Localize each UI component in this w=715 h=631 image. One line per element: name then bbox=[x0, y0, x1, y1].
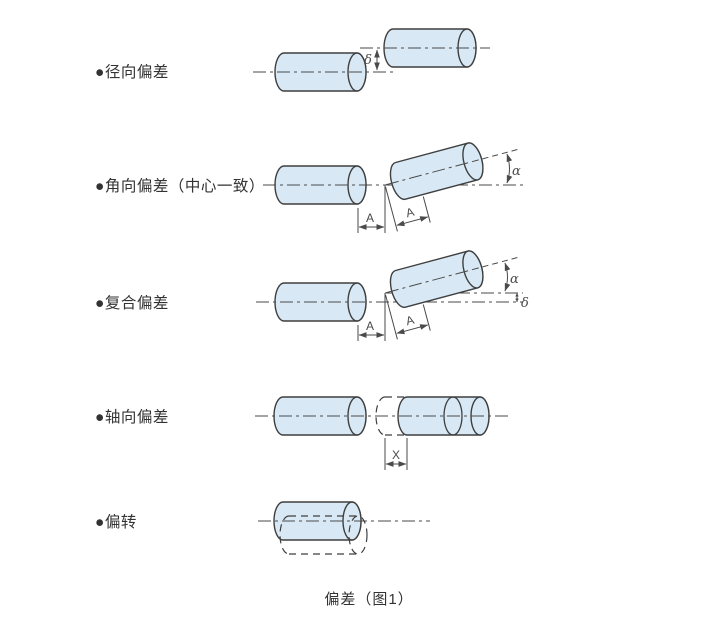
alpha-arc bbox=[504, 262, 511, 292]
ghost-cap-rim bbox=[443, 396, 463, 436]
alpha-label: α bbox=[510, 272, 519, 287]
row-label-radial: ●径向偏差 bbox=[95, 63, 169, 81]
tilted-shaft-group: A bbox=[385, 142, 519, 232]
dimension-a-tilted: A bbox=[385, 294, 431, 340]
dimension-a-horizontal: A bbox=[357, 293, 386, 341]
alpha-label: α bbox=[512, 164, 521, 179]
ghost-cylinder-original-position bbox=[375, 396, 409, 436]
tick bbox=[385, 294, 398, 340]
row-radial-deviation: ●径向偏差 δ bbox=[95, 28, 490, 92]
row-angular-deviation: ●角向偏差（中心一致） A A bbox=[95, 142, 523, 233]
dimension-a-tilted: A bbox=[385, 186, 431, 232]
ghost-cylinder-deflected bbox=[279, 515, 368, 555]
row-axial-deviation: ●轴向偏差 X bbox=[95, 396, 510, 470]
row-label-axial: ●轴向偏差 bbox=[95, 408, 169, 426]
row-label-angular: ●角向偏差（中心一致） bbox=[95, 177, 265, 195]
row-label-compound: ●复合偏差 bbox=[95, 294, 169, 312]
figure-caption: 偏差（图1） bbox=[324, 591, 413, 608]
centerline-tilted bbox=[385, 268, 474, 294]
centerline-tilted-extension bbox=[472, 256, 519, 270]
delta-label: δ bbox=[521, 296, 529, 311]
row-runout: ●偏转 bbox=[95, 501, 430, 555]
delta-label: δ bbox=[364, 53, 372, 68]
centerline-tilted-extension bbox=[472, 148, 519, 162]
dimension-alpha: α bbox=[504, 262, 519, 292]
tilted-shaft-group: A bbox=[385, 250, 519, 340]
centerline-tilted bbox=[385, 160, 474, 186]
a-label: A bbox=[404, 205, 415, 221]
tick bbox=[422, 196, 431, 223]
a-label: A bbox=[366, 211, 374, 225]
tick bbox=[422, 304, 431, 331]
a-label: A bbox=[404, 313, 415, 329]
a-label: A bbox=[366, 319, 374, 333]
cylinder-right-shifted bbox=[397, 396, 490, 436]
row-compound-deviation: ●复合偏差 A A bbox=[95, 250, 529, 341]
x-label: X bbox=[392, 448, 400, 462]
a-dimension-line bbox=[396, 324, 429, 335]
ghost-cap bbox=[348, 515, 368, 555]
ghost-left-arc bbox=[279, 515, 290, 555]
dimension-a-horizontal: A bbox=[357, 185, 386, 233]
dimension-alpha: α bbox=[506, 153, 521, 184]
arrow-down bbox=[515, 298, 519, 302]
tick bbox=[385, 186, 398, 232]
dimension-delta: δ bbox=[515, 293, 529, 311]
arrow-up bbox=[515, 293, 519, 297]
ghost-left-arc bbox=[375, 396, 386, 436]
row-label-runout: ●偏转 bbox=[95, 513, 137, 531]
dimension-x: X bbox=[384, 438, 408, 470]
dimension-delta: δ bbox=[364, 49, 380, 71]
a-dimension-line bbox=[396, 216, 429, 227]
alpha-arc bbox=[506, 153, 513, 184]
